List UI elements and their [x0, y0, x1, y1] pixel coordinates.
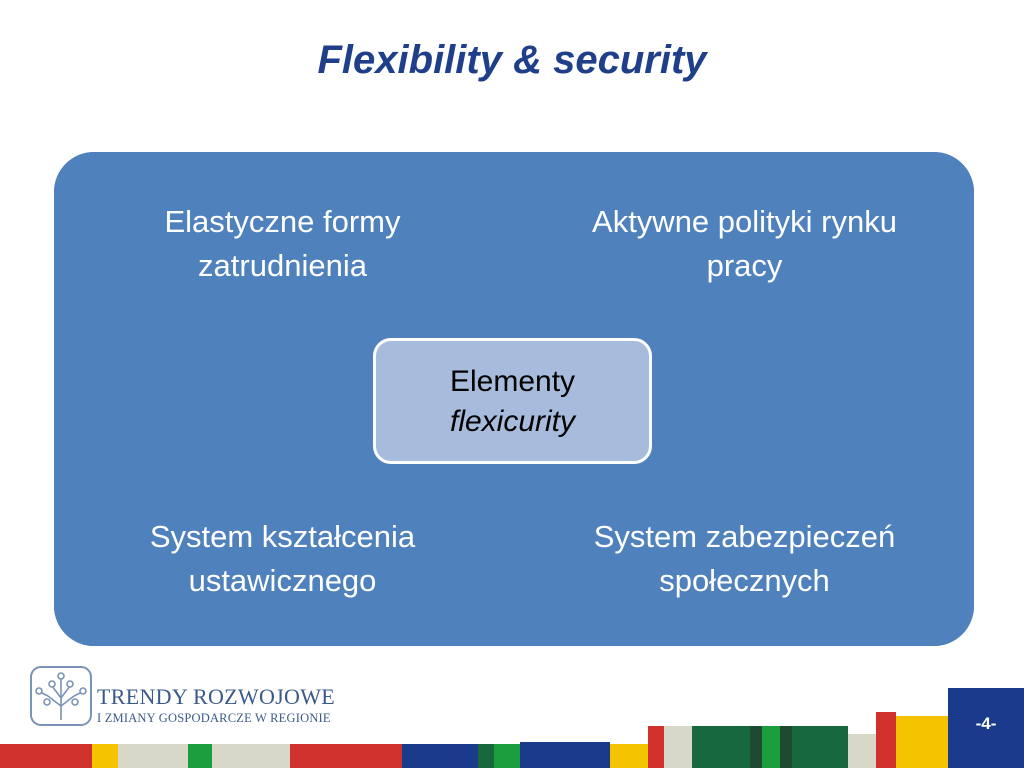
brand-name: TRENDY ROZWOJOWE [97, 684, 336, 709]
quadrant-text-line: System kształcenia [149, 519, 416, 554]
stripe [692, 726, 750, 768]
quadrant-text-line: społecznych [659, 563, 830, 598]
quadrant-text-line: System zabezpieczeń [593, 519, 896, 554]
stripe [188, 744, 212, 768]
stripe [0, 744, 92, 768]
quadrant-text-line: Aktywne polityki rynku [592, 204, 897, 239]
stripe [876, 712, 896, 768]
slide-title: Flexibility & security [317, 38, 707, 82]
stripe [792, 726, 848, 768]
quadrant-text-line: ustawicznego [188, 563, 377, 598]
stripe [494, 744, 520, 768]
tree-circuit-icon [30, 666, 92, 726]
stripe [610, 744, 648, 768]
flexicurity-matrix: Elastyczne formy zatrudnienia Aktywne po… [54, 152, 974, 646]
stripe [92, 744, 118, 768]
center-box-flexicurity: Elementy flexicurity [373, 338, 652, 464]
stripe [290, 744, 402, 768]
brand-subtitle: I ZMIANY GOSPODARCZE W REGIONIE [97, 711, 331, 725]
stripe [648, 726, 664, 768]
stripe [402, 744, 478, 768]
center-text-italic: flexicurity [449, 405, 576, 438]
stripe [118, 744, 188, 768]
quadrant-text-line: pracy [706, 248, 783, 283]
stripe [848, 734, 876, 768]
stripe [780, 726, 792, 768]
stripe [212, 744, 290, 768]
stripe [520, 742, 610, 768]
quadrant-text-line: zatrudnienia [198, 248, 367, 283]
page-number-badge: -4- [948, 688, 1024, 768]
stripe [762, 726, 780, 768]
stripe [478, 744, 494, 768]
stripe [664, 726, 692, 768]
stripe [750, 726, 762, 768]
quadrant-text-line: Elastyczne formy [164, 204, 401, 239]
center-text-line: Elementy [449, 365, 576, 398]
stripe [896, 716, 948, 768]
